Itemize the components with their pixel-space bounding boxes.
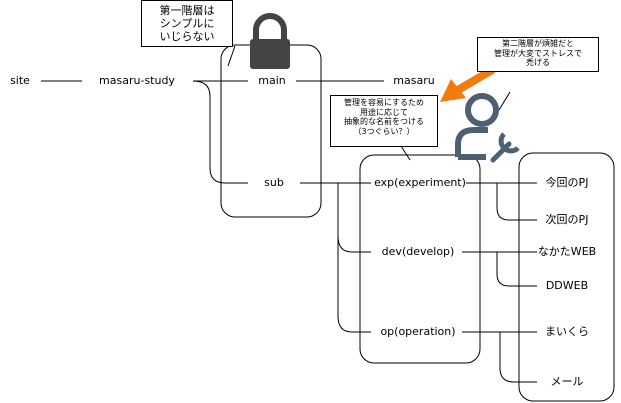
node-jikai-pj: 次回のPJ xyxy=(545,213,589,226)
group-box-level3 xyxy=(518,152,615,402)
node-dev: dev(develop) xyxy=(381,245,455,258)
group-box-level1 xyxy=(220,44,322,218)
node-ddweb: DDWEB xyxy=(545,279,589,292)
group-box-level2 xyxy=(359,154,481,364)
node-exp: exp(experiment) xyxy=(374,176,466,189)
callout-naming: 管理を容易にするため 用途に応じて 抽象的な名前をつける （3つぐらい？） xyxy=(330,95,438,147)
callout-line: 管理を容易にするため xyxy=(343,98,425,107)
callout-line: 禿げる xyxy=(526,58,550,68)
callout-line: 抽象的な名前をつける xyxy=(344,117,424,127)
node-konkai-pj: 今回のPJ xyxy=(545,176,589,189)
user-settings-icon xyxy=(455,93,520,163)
lock-icon xyxy=(250,13,290,69)
callout-line: シンプルに xyxy=(159,17,215,31)
node-main: main xyxy=(258,74,286,87)
node-op: op(operation) xyxy=(380,325,456,338)
callout-line: 第二階層が煩雑だと xyxy=(502,39,574,48)
node-masaru: masaru xyxy=(393,74,435,87)
callout-first-level: 第一階層は シンプルに いじらない xyxy=(141,0,233,47)
node-masaru-study: masaru-study xyxy=(99,74,175,87)
callout-line: 管理が大変でストレスで xyxy=(494,48,582,58)
callout-second-level: 第二階層が煩雑だと 管理が大変でストレスで 禿げる xyxy=(477,37,599,72)
callout-line: 第一階層は xyxy=(159,4,215,17)
callout-line: （3つぐらい？） xyxy=(353,126,415,136)
orange-arrow-icon xyxy=(440,66,496,102)
callout-line: いじらない xyxy=(159,30,215,44)
node-nakata-web: なかたWEB xyxy=(537,245,597,258)
node-maikura: まいくら xyxy=(545,325,589,338)
node-site: site xyxy=(10,74,30,87)
node-mail: メール xyxy=(550,375,584,388)
callout-line: 用途に応じて xyxy=(360,107,408,117)
node-sub: sub xyxy=(264,176,284,189)
connector-lines xyxy=(41,45,537,383)
